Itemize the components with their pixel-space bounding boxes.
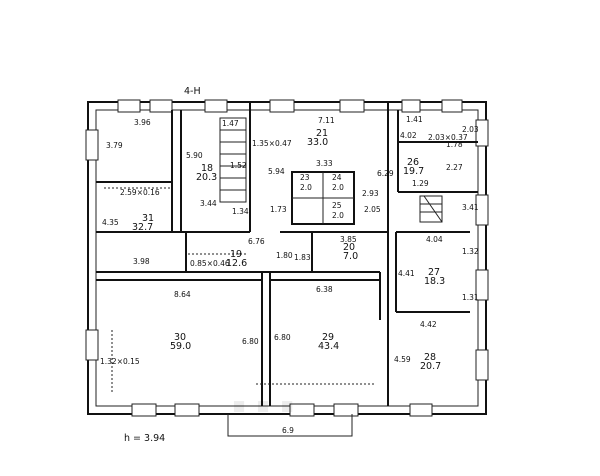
dim-label: 1.80 <box>276 251 293 260</box>
dim-label: 4.59 <box>394 355 411 364</box>
dim-label: 8.64 <box>174 290 191 299</box>
room-18-area: 20.3 <box>196 172 217 183</box>
room-labels: 31 32.7 18 20.3 21 33.0 23 2.0 24 2.0 25… <box>132 128 445 372</box>
room-21-number: 21 <box>316 128 328 139</box>
room-30-number: 30 <box>174 332 186 343</box>
toilet-block <box>291 171 355 225</box>
dim-label: 3.33 <box>316 159 333 168</box>
room-31-number: 31 <box>142 213 154 224</box>
dim-label: 2.05 <box>364 205 381 214</box>
room-19-number: 19 <box>230 249 242 260</box>
room-29-number: 29 <box>322 332 334 343</box>
room-28-area: 20.7 <box>420 361 441 372</box>
dim-label: 2.03 <box>462 125 479 134</box>
dim-label: 1.32 <box>462 247 479 256</box>
stairs-18 <box>219 117 247 203</box>
room-23-number: 23 <box>300 173 310 182</box>
dim-label: 1.29 <box>412 179 429 188</box>
room-20-number: 20 <box>343 242 355 253</box>
watermark: ... <box>228 358 300 426</box>
dim-label: 1.83 <box>294 253 311 262</box>
entrance-mark: 6.9 <box>282 426 294 435</box>
dim-label: 4.02 <box>400 131 417 140</box>
windows-top <box>117 99 463 113</box>
room-26-area: 19.7 <box>403 166 424 177</box>
dim-label: 1.47 <box>222 119 239 128</box>
dim-label: 3.85 <box>340 235 357 244</box>
room-25-area: 2.0 <box>332 211 344 220</box>
room-26-number: 26 <box>407 157 419 168</box>
dim-label: 7.11 <box>318 116 335 125</box>
windows-bottom <box>131 403 433 417</box>
dim-label: 1.31 <box>462 293 479 302</box>
dim-label: 5.94 <box>268 167 285 176</box>
room-21-area: 33.0 <box>307 137 328 148</box>
room-24-number: 24 <box>332 173 342 182</box>
entrance <box>227 414 353 437</box>
dim-label: 6.29 <box>377 169 394 178</box>
dim-label: 3.44 <box>200 199 217 208</box>
dim-label: 1.34 <box>232 207 249 216</box>
room-31-area: 32.7 <box>132 222 153 233</box>
dim-label: 4.41 <box>398 269 415 278</box>
dim-label: 1.41 <box>406 115 423 124</box>
dim-label: 3.98 <box>133 257 150 266</box>
room-28-number: 28 <box>424 352 436 363</box>
dim-label: 6.80 <box>242 337 259 346</box>
dim-label: 6.76 <box>248 237 265 246</box>
room-23-area: 2.0 <box>300 183 312 192</box>
room-29-area: 43.4 <box>318 341 339 352</box>
interior-walls <box>96 102 478 406</box>
dim-label: 4.04 <box>426 235 443 244</box>
dim-label: 3.79 <box>106 141 123 150</box>
dim-label: 1.32×0.15 <box>100 357 140 366</box>
guide-lines <box>104 187 376 392</box>
room-25-number: 25 <box>332 201 342 210</box>
floor-title: 4-H <box>184 86 201 97</box>
dim-label: 6.80 <box>274 333 291 342</box>
dimension-labels: 3.96 3.79 2.59×0.16 4.35 3.98 0.85×0.46 … <box>100 115 479 366</box>
room-30-area: 59.0 <box>170 341 191 352</box>
room-27-area: 18.3 <box>424 276 445 287</box>
room-18-number: 18 <box>201 163 213 174</box>
stairs-26 <box>419 195 443 223</box>
dim-label: 1.73 <box>270 205 287 214</box>
dim-label: 3.41 <box>462 203 479 212</box>
dim-label: 2.03×0.37 <box>428 133 468 142</box>
dim-label: 4.35 <box>102 218 119 227</box>
dim-label: 5.90 <box>186 151 203 160</box>
dim-label: 0.85×0.46 <box>190 259 230 268</box>
room-27-number: 27 <box>428 267 440 278</box>
dim-label: 4.42 <box>420 320 437 329</box>
dim-label: 2.59×0.16 <box>120 188 160 197</box>
room-20-area: 7.0 <box>343 251 358 262</box>
dim-label: 2.27 <box>446 163 463 172</box>
room-24-area: 2.0 <box>332 183 344 192</box>
dim-label: 6.38 <box>316 285 333 294</box>
ceiling-height: h = 3.94 <box>124 433 165 444</box>
dim-label: 3.96 <box>134 118 151 127</box>
dim-label: 1.78 <box>446 140 463 149</box>
dim-label: 1.52 <box>230 161 247 170</box>
dim-label: 2.93 <box>362 189 379 198</box>
windows-sides <box>85 119 489 381</box>
dim-label: 1.35×0.47 <box>252 139 292 148</box>
room-19-area: 12.6 <box>226 258 247 269</box>
